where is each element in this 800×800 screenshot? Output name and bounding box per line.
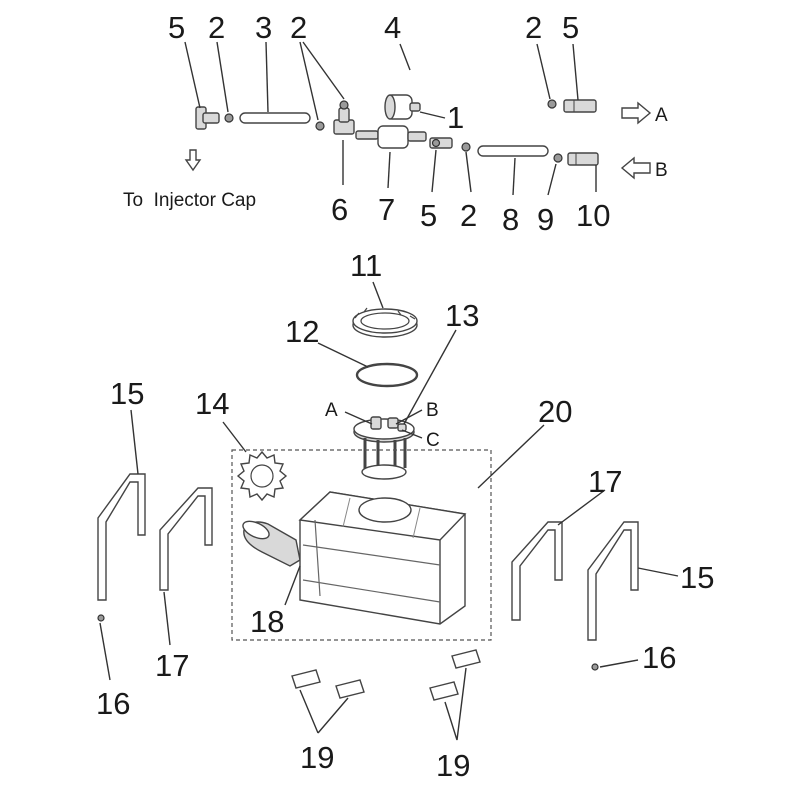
port-label-c-pump: C — [426, 430, 440, 451]
callout-2-right: 2 — [525, 10, 542, 45]
pin-16-left — [97, 614, 105, 622]
callout-16-right: 16 — [642, 640, 676, 675]
callout-11: 11 — [350, 248, 382, 283]
lock-ring-11 — [352, 307, 418, 338]
callout-16-left: 16 — [96, 686, 130, 721]
callout-19-left: 19 — [300, 740, 334, 775]
strap-15-right — [587, 521, 639, 641]
callout-7: 7 — [378, 192, 395, 227]
callout-10: 10 — [576, 198, 610, 233]
callout-17-right: 17 — [588, 464, 622, 499]
callout-1: 1 — [447, 100, 464, 135]
fuel-pump-module-13 — [353, 416, 415, 480]
callout-5-right: 5 — [562, 10, 579, 45]
clamp-2-left — [224, 113, 234, 123]
arrow-to-injector-cap — [184, 149, 202, 172]
clamp-2-right — [461, 142, 471, 152]
callout-18: 18 — [250, 604, 284, 639]
callout-17-left: 17 — [155, 648, 189, 683]
port-label-b-top: B — [655, 160, 668, 181]
clamp-9 — [553, 153, 563, 163]
callout-6: 6 — [331, 192, 348, 227]
callout-12: 12 — [285, 314, 319, 349]
return-hose-4 — [342, 66, 546, 103]
gasket-12 — [355, 362, 419, 388]
clamp-2-upper-right — [547, 99, 557, 109]
pad-19-left-a — [291, 669, 321, 689]
injector-cap-caption: To Injector Cap — [123, 190, 256, 211]
port-label-a-pump: A — [325, 400, 338, 421]
callout-19-right: 19 — [436, 748, 470, 783]
inline-pump-1 — [384, 94, 421, 120]
callout-2-mid: 2 — [290, 10, 307, 45]
fitting-10 — [567, 152, 599, 166]
clamp-2-mid — [315, 121, 325, 131]
fitting-5-top-right — [563, 99, 597, 113]
pad-19-right-b — [429, 681, 459, 701]
hose-assembly — [184, 41, 652, 196]
assembly-20-boundary — [231, 449, 492, 641]
tee-fitting-6 — [333, 107, 355, 135]
callout-9: 9 — [537, 202, 554, 237]
filter-screen-14 — [236, 450, 288, 502]
hose-3 — [239, 112, 311, 124]
callout-2-left: 2 — [208, 10, 225, 45]
elbow-fitting-5 — [195, 106, 220, 130]
pin-16-right — [591, 663, 599, 671]
port-label-b-pump: B — [426, 400, 439, 421]
arrow-from-b — [620, 156, 651, 180]
callout-15-right: 15 — [680, 560, 714, 595]
hose-8 — [477, 145, 549, 157]
callout-5-bottom: 5 — [420, 198, 437, 233]
fuel-tank-18 — [242, 491, 467, 625]
pad-19-left-b — [335, 679, 365, 699]
callout-20: 20 — [538, 394, 572, 429]
connector-5-mid — [429, 137, 453, 149]
arrow-to-a — [621, 101, 652, 125]
port-label-a-top: A — [655, 105, 668, 126]
fuel-filter-7 — [355, 125, 427, 149]
callout-8: 8 — [502, 202, 519, 237]
strap-17-left — [159, 487, 213, 591]
callout-3: 3 — [255, 10, 272, 45]
callout-4: 4 — [384, 10, 401, 45]
callout-5-left: 5 — [168, 10, 185, 45]
strap-17-right — [511, 521, 563, 621]
callout-14: 14 — [195, 386, 229, 421]
pad-19-right-a — [451, 649, 481, 669]
callout-13: 13 — [445, 298, 479, 333]
tank-assembly — [97, 281, 679, 741]
callout-15-left: 15 — [110, 376, 144, 411]
clamp-2-top — [339, 100, 349, 110]
strap-15-left — [97, 473, 146, 601]
callout-2-bottom: 2 — [460, 198, 477, 233]
